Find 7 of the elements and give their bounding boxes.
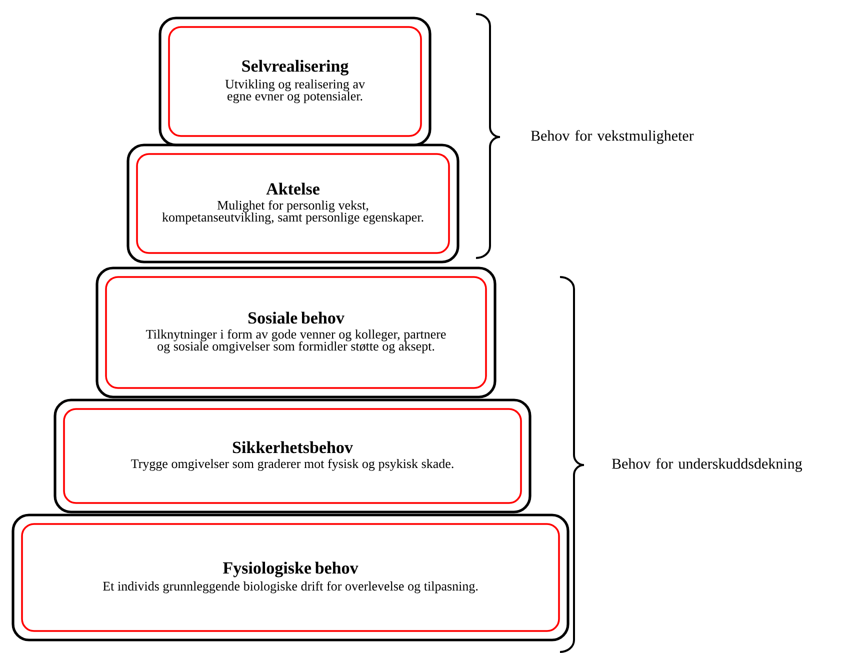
layer-box: Sikkerhetsbehov Trygge omgivelser som graderer mot fysisk og psykisk skade. — [54, 398, 532, 514]
layer-box: Aktelse Mulighet for personlig vekst, kompetanseutvikling, samt personlige egenskaper. — [126, 144, 460, 264]
layer-box: Fysiologiske behov Et individs grunnleggende biologiske drift for overlevelse og tilpasning. — [12, 514, 570, 642]
group-label: Behov for underskuddsdekning — [612, 458, 802, 472]
layer-box: Sosiale behov Tilknytninger i form av gode venner og kolleger, partnere og sosiale omgivelser som formidler støtte og aksept. — [96, 266, 496, 398]
layer-box: Selvrealisering Utvikling og realisering av egne evner og potensialer. — [158, 16, 432, 146]
group-label: Behov for vekstmuligheter — [530, 130, 694, 144]
